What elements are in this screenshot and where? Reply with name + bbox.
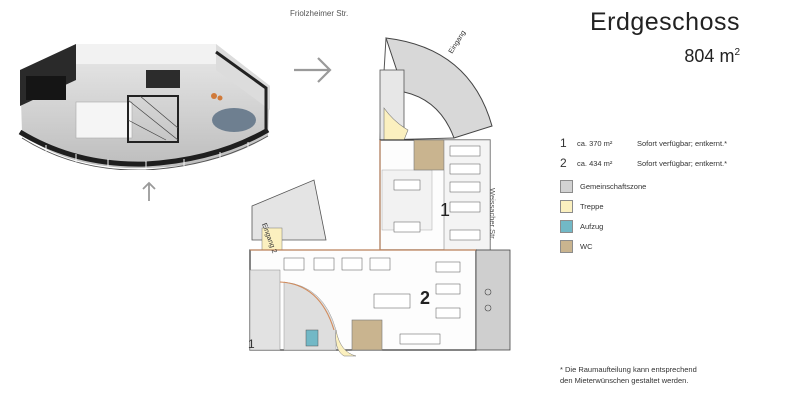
legend-swatch	[560, 180, 573, 193]
footnote-line: den Mieterwünschen gestaltet werden.	[560, 376, 689, 385]
unit-number: 2	[560, 156, 567, 170]
legend-swatch	[560, 220, 573, 233]
floor-area-unit-sup: 2	[734, 47, 740, 58]
legend-swatch	[560, 240, 573, 253]
floor-title: Erdgeschoss	[589, 8, 740, 36]
legend-label: Treppe	[580, 202, 604, 211]
plan-bottom-label: 1	[248, 337, 255, 351]
legend-label: WC	[580, 242, 593, 251]
3d-floor-render	[18, 44, 270, 170]
arrow-up-icon	[142, 181, 156, 201]
floor-area: 804 m2	[684, 46, 740, 67]
plan-unit-2-label: 2	[420, 288, 430, 308]
footnote-line: * Die Raumaufteilung kann entsprechend	[560, 365, 697, 374]
unit-number: 1	[560, 136, 567, 150]
floor-plan: Eingang 1 Eingang 2 1 2 1	[248, 30, 511, 357]
street-label-top: Friolzheimer Str.	[290, 9, 349, 18]
plan-unit-1-label: 1	[440, 200, 450, 220]
legend-label: Gemeinschaftszone	[580, 182, 647, 191]
footnote: * Die Raumaufteilung kann entsprechend d…	[560, 364, 697, 386]
unit-size: ca. 370 m²	[577, 139, 613, 148]
arrow-right-icon	[294, 57, 332, 83]
legend-swatch	[560, 200, 573, 213]
unit-status: Sofort verfügbar; entkernt.*	[637, 139, 728, 148]
floor-area-value: 804 m	[684, 46, 735, 66]
unit-status: Sofort verfügbar; entkernt.*	[637, 159, 728, 168]
entrance-label-top: Eingang 1	[448, 30, 471, 55]
legend-label: Aufzug	[580, 222, 604, 231]
unit-size: ca. 434 m²	[577, 159, 613, 168]
